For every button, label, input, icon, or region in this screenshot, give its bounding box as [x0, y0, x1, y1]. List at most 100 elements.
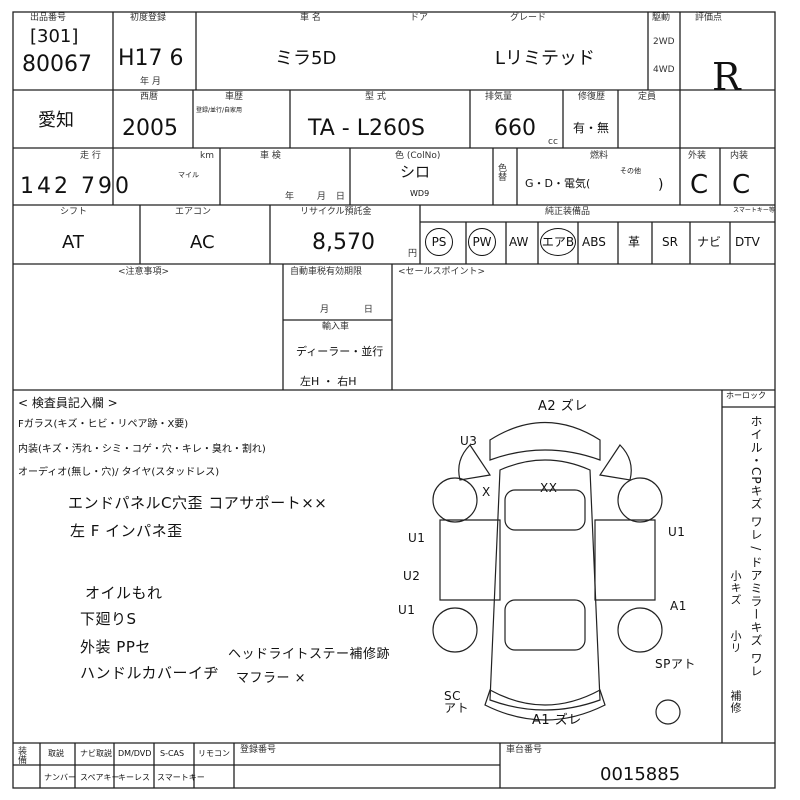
score-value: R — [712, 55, 741, 99]
footer-item-scas: S-CAS — [160, 749, 185, 758]
equipment-label: 純正装備品 — [545, 207, 591, 217]
mark-sp: SPアト — [655, 657, 696, 671]
color: シロ — [400, 163, 431, 181]
drive-label: 駆動 — [652, 13, 671, 23]
first-reg-ym: 年 月 — [140, 77, 161, 87]
color-code: WD9 — [410, 189, 430, 198]
mark-sc: SC アト — [444, 689, 470, 715]
car-name-label: 車 名 — [300, 13, 321, 23]
history-sub: 登録/並行/自家用 — [196, 107, 243, 114]
displacement: 660 — [494, 116, 536, 141]
equip-abs: ABS — [582, 235, 606, 249]
footer-item-keyless: キーレス — [118, 773, 150, 782]
mark-u1-a: U1 — [408, 531, 426, 545]
drive-2wd: 2WD — [653, 37, 675, 47]
repair-label: 修復歴 — [578, 92, 606, 102]
grade-label: グレード — [510, 13, 547, 23]
footer-item-number: ナンバー — [44, 773, 76, 782]
fuel-label: 燃料 — [590, 151, 609, 161]
car-diagram — [432, 421, 681, 725]
drive-4wd: 4WD — [653, 65, 675, 75]
hand-note-1: エンドパネルC穴歪 コアサポート×× — [68, 494, 328, 512]
import-label: 輸入車 — [322, 322, 350, 332]
right-vertical-text: ホイル・CPキズ ワレ / ドアミラーキズ ワレ — [749, 415, 763, 678]
tax-expiry-date: 月 日 — [320, 305, 389, 315]
hand-note-7: ヘッドライトステー補修跡 — [228, 647, 391, 662]
score-label: 評価点 — [695, 13, 723, 23]
shift-label: シフト — [60, 207, 88, 217]
cc-unit: cc — [548, 137, 558, 147]
interior-line: 内装(キズ・汚れ・シミ・コゲ・穴・キレ・臭れ・割れ) — [18, 444, 266, 455]
region: 愛知 — [38, 110, 74, 131]
ac-label: エアコン — [175, 207, 212, 217]
grade: Lリミテッド — [495, 48, 596, 69]
air-con: AC — [190, 232, 215, 253]
interior-label: 内装 — [730, 151, 749, 161]
exterior-label: 外装 — [688, 151, 707, 161]
lot-number: 80067 — [22, 52, 92, 77]
capacity-label: 定員 — [638, 92, 657, 102]
footer-item-navi-manual: ナビ取説 — [80, 749, 112, 758]
year-label: 西暦 — [140, 92, 159, 102]
holock-label: ホーロック — [726, 391, 766, 400]
first-reg-label: 初度登録 — [130, 13, 167, 23]
equip-ps: PS — [425, 228, 453, 256]
equip-navi: ナビ — [697, 235, 722, 249]
lane-number: [301] — [30, 26, 79, 47]
equip-aw: AW — [509, 235, 529, 249]
mark-u2: U2 — [403, 569, 421, 583]
mark-a1: A1 — [670, 599, 687, 613]
mark-a2: A2 ズレ — [538, 399, 588, 414]
color-change-label: 色替 — [498, 164, 508, 183]
mark-xx: XX — [540, 481, 558, 495]
equip-footer-label: 装備 — [18, 747, 28, 766]
reg-number-label: 登録番号 — [240, 745, 277, 755]
mileage-label: 走 行 — [80, 151, 101, 161]
keyless-label: スマートキー等 — [733, 207, 775, 214]
fuel-close: ) — [658, 177, 664, 193]
hand-note-3: オイルもれ — [85, 584, 163, 602]
mileage-mile: マイル — [178, 171, 199, 179]
mark-u3: U3 — [460, 434, 478, 448]
hand-note-8: マフラー × — [236, 671, 307, 686]
right-small-2: 小リ — [729, 630, 742, 654]
inspector-title: < 検査員記入欄 > — [18, 396, 118, 410]
interior-grade: C — [732, 170, 751, 200]
exterior-grade: C — [690, 170, 709, 200]
first-reg: H17 6 — [118, 46, 184, 71]
footer-item-remote: リモコン — [198, 749, 230, 758]
model-label: 型 式 — [365, 92, 386, 102]
equip-sunroof: SR — [662, 235, 678, 249]
footer-item-smartkey: スマートキー — [157, 773, 205, 782]
model-code: TA - L260S — [308, 116, 425, 141]
mark-u1-b: U1 — [398, 603, 416, 617]
hand-note-4: 下廻りS — [80, 610, 137, 628]
audio-tire-line: オーディオ(無し・穴)/ タイヤ(スタッドレス) — [18, 467, 220, 478]
sales-point-label: <セールスポイント> — [398, 267, 486, 277]
footer-item-spare-key: スペアキー — [80, 773, 120, 782]
door-label: ドア — [410, 13, 429, 23]
lane-label: 出品番号 — [30, 13, 67, 23]
mileage-unit: km — [200, 151, 214, 161]
fuel-value: G・D・電気( — [525, 177, 591, 190]
mark-a1-zure: A1 ズレ — [532, 713, 582, 728]
cc-label: 排気量 — [485, 92, 513, 102]
history-label: 車歴 — [225, 92, 244, 102]
hand-note-6: ハンドルカバーイヂ — [80, 664, 220, 682]
recycle-unit: 円 — [408, 249, 418, 259]
chassis-number: 0015885 — [600, 764, 681, 785]
mileage: 142 790 — [20, 174, 132, 199]
mark-x: X — [482, 485, 491, 499]
right-small-1: 小キズ — [729, 570, 742, 606]
year: 2005 — [122, 116, 178, 141]
color-label: 色 (ColNo) — [395, 151, 441, 161]
right-small-3: 補修 — [729, 690, 742, 714]
footer-item-manual: 取説 — [48, 749, 64, 758]
handle-side: 左H ・ 右H — [300, 375, 357, 388]
equip-dtv: DTV — [735, 235, 760, 249]
fuel-other: その他 — [620, 167, 641, 175]
mark-u1-c: U1 — [668, 525, 686, 539]
car-name: ミラ5D — [275, 48, 337, 69]
hand-note-5: 外装 PPセ — [80, 638, 151, 656]
